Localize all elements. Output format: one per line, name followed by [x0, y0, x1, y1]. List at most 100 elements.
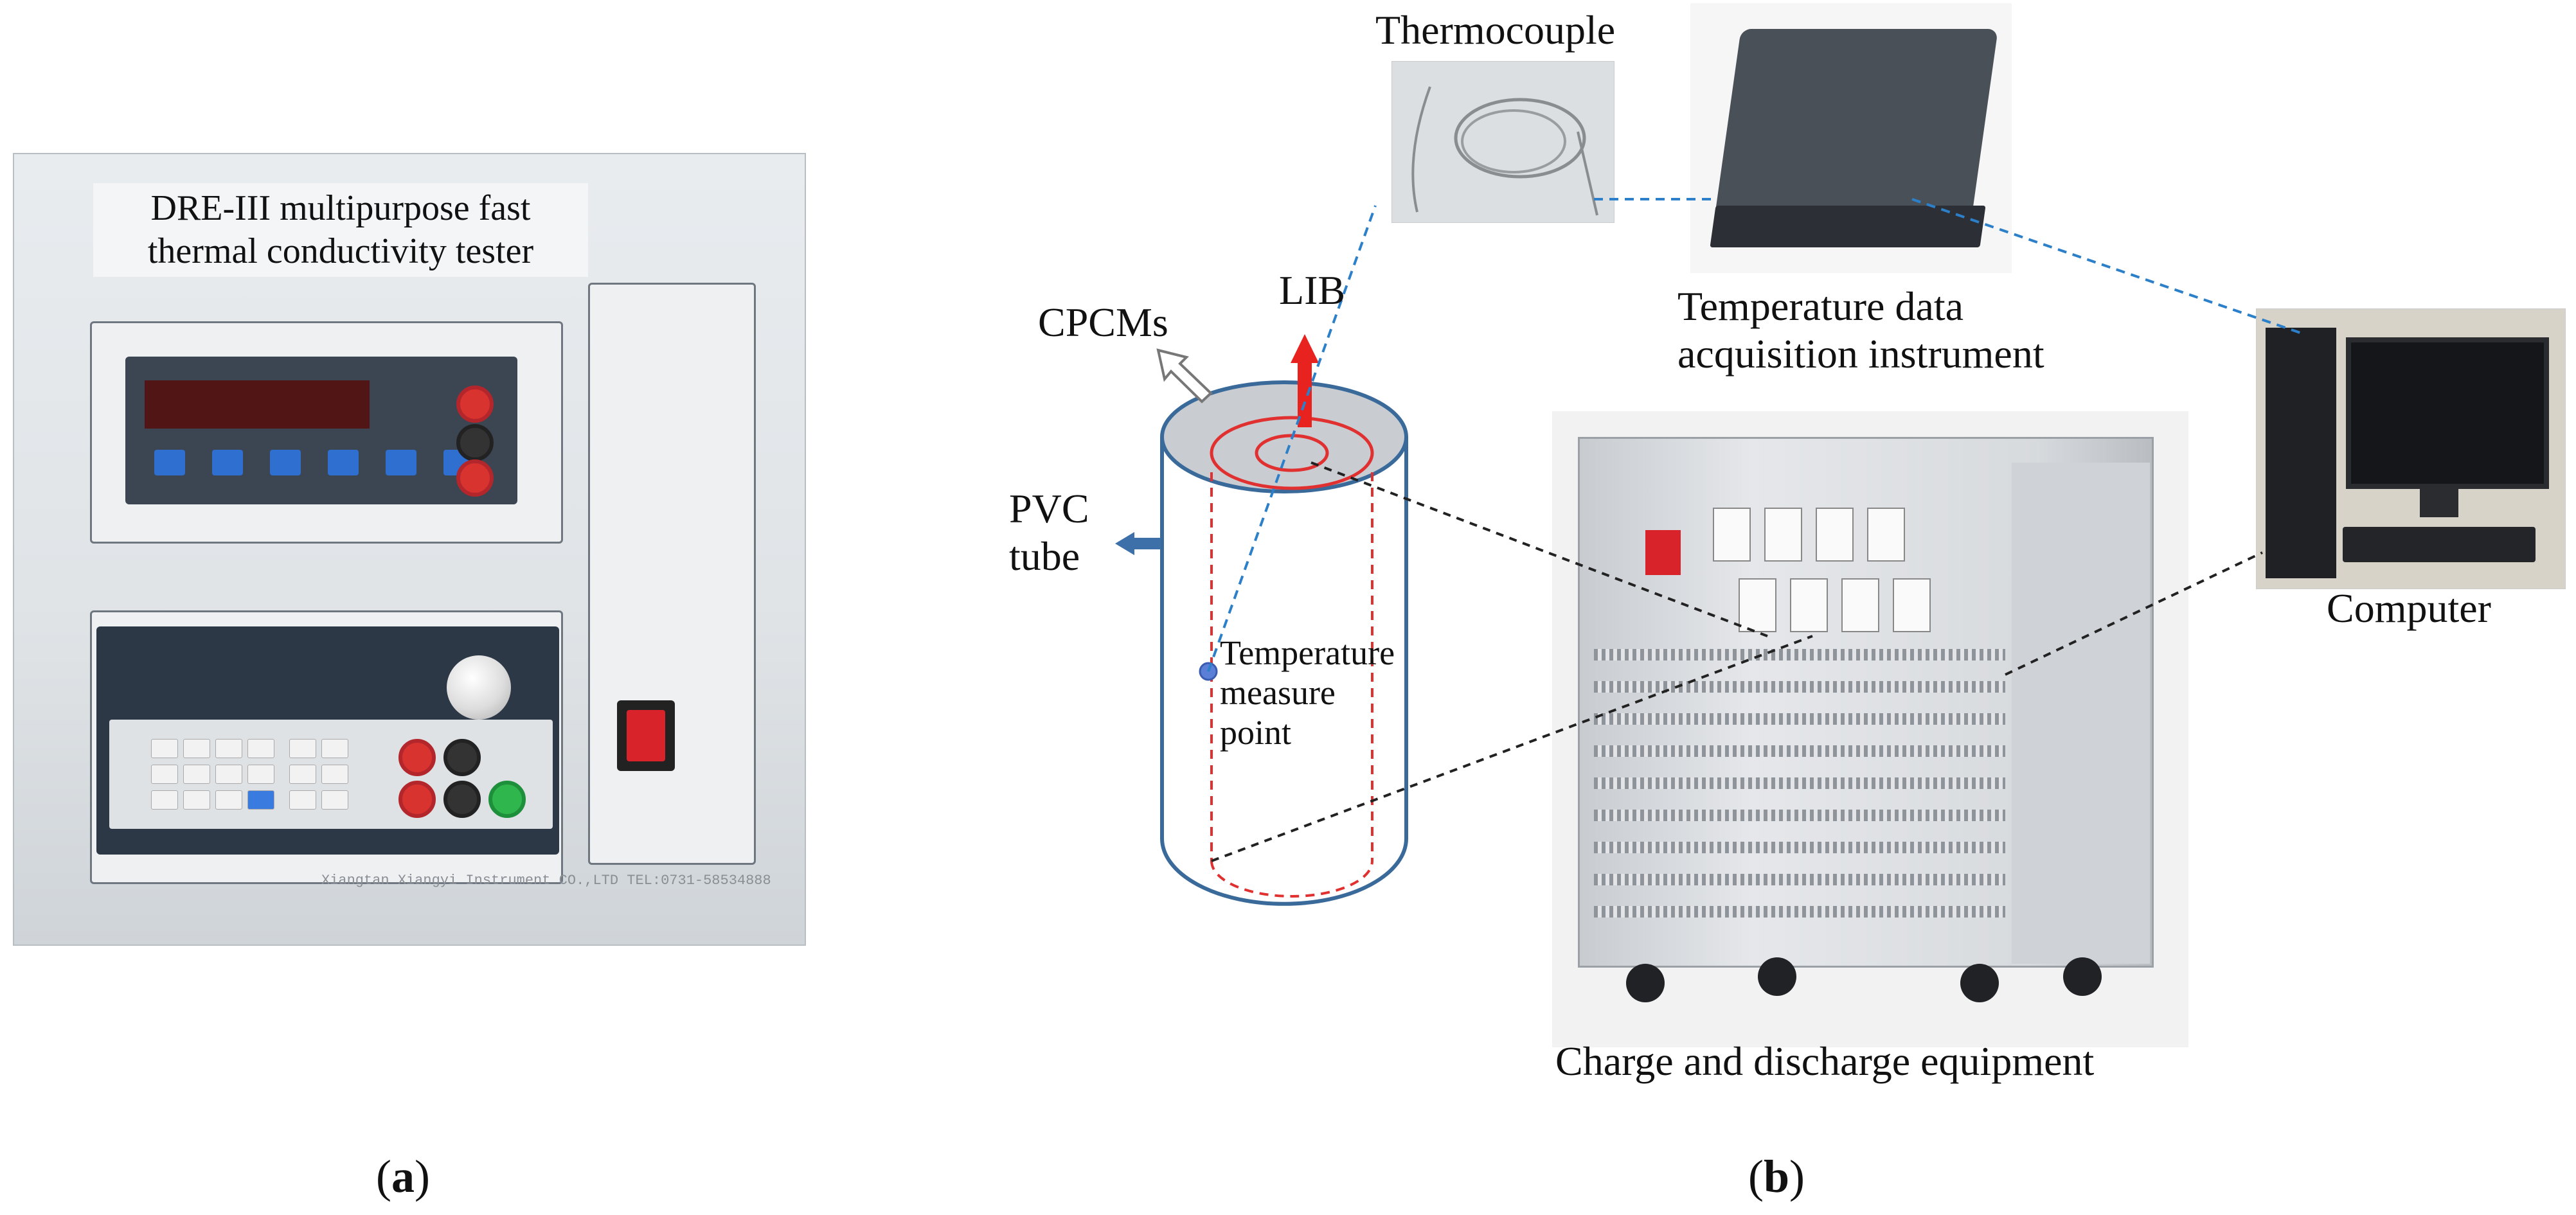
red-terminal: [456, 386, 494, 423]
measure-label-line: Temperature: [1220, 634, 1395, 672]
wire-coil: [1461, 109, 1566, 173]
cpcms-arrow: [1156, 348, 1213, 404]
keypad-key: [247, 739, 274, 758]
vent-grille: [1594, 810, 2005, 821]
tag-letter: b: [1763, 1151, 1790, 1202]
caster-wheel: [2063, 957, 2102, 996]
charger-label: Charge and discharge equipment: [1555, 1038, 2095, 1084]
pvc-label-line: tube: [1009, 533, 1080, 579]
meter-button: [386, 450, 416, 475]
keyboard: [2343, 527, 2536, 562]
caster-wheel: [1758, 957, 1796, 996]
meter-button: [154, 450, 185, 475]
keypad-key: [215, 765, 242, 784]
thermocouple-wire: [1411, 86, 1598, 216]
vent-grille: [1594, 649, 2005, 661]
black-terminal: [443, 781, 481, 818]
tag-paren: (: [1748, 1151, 1764, 1202]
lib-arrowhead: [1291, 334, 1319, 363]
vent-grille: [1594, 745, 2005, 757]
measure-point-label: Temperature measure point: [1220, 633, 1395, 752]
red-terminal: [398, 781, 436, 818]
vent-grille: [1594, 681, 2005, 693]
charge-channel: [1739, 578, 1776, 632]
caster-wheel: [1626, 964, 1665, 1002]
keypad-key: [215, 790, 242, 810]
vent-grille: [1594, 842, 2005, 853]
charger-computer-link: [2005, 551, 2263, 676]
vent-grille: [1594, 777, 2005, 789]
pvc-label-line: PVC: [1009, 486, 1089, 531]
thermocouple-link: [1207, 205, 1377, 672]
tube-body: [1160, 437, 1408, 906]
green-terminal: [488, 781, 526, 818]
meter-display: [145, 380, 370, 429]
daq-label: Temperature data acquisition instrument: [1677, 283, 2044, 377]
power-switch-rocker: [627, 710, 665, 761]
tester-caption-line: thermal conductivity tester: [147, 231, 534, 272]
charge-channel: [1713, 508, 1751, 562]
pc-tower: [2266, 328, 2336, 578]
keypad-key: [289, 739, 316, 758]
charge-channel: [1841, 578, 1879, 632]
lib-label: LIB: [1279, 267, 1346, 313]
meter-button: [212, 450, 243, 475]
keypad-key: [183, 790, 210, 810]
vent-grille: [1594, 874, 2005, 885]
measure-label-line: point: [1220, 713, 1292, 752]
thermocouple-label: Thermocouple: [1375, 7, 1616, 53]
charge-channel: [1867, 508, 1905, 562]
daq-computer-link: [1911, 198, 2305, 335]
keypad-key: [321, 790, 348, 810]
wire-coil: [1454, 98, 1586, 179]
keypad-key: [247, 790, 274, 810]
tester-caption: DRE-III multipurpose fast thermal conduc…: [93, 183, 588, 278]
tester-caption-line: DRE-III multipurpose fast: [150, 188, 531, 228]
keypad-key: [151, 765, 178, 784]
battery-bottom: [1210, 860, 1373, 898]
charge-channel: [1893, 578, 1931, 632]
supply-knob: [447, 655, 511, 720]
black-terminal: [443, 739, 481, 776]
computer-label: Computer: [2327, 585, 2491, 631]
keypad-key: [183, 765, 210, 784]
tag-paren: (: [376, 1151, 391, 1202]
panel-tag-b: (b): [1748, 1150, 1805, 1203]
measure-label-line: measure: [1220, 673, 1336, 713]
red-terminal: [398, 739, 436, 776]
meter-button: [270, 450, 301, 475]
keypad-key: [321, 765, 348, 784]
keypad-key: [151, 739, 178, 758]
keypad-key: [289, 790, 316, 810]
keypad-key: [215, 739, 242, 758]
tag-letter: a: [391, 1151, 415, 1202]
pvc-arrowhead: [1115, 532, 1134, 555]
pvc-label: PVC tube: [1009, 485, 1089, 580]
panel-tag-a: (a): [376, 1150, 430, 1203]
meter-button: [328, 450, 359, 475]
keypad-key: [321, 739, 348, 758]
tag-paren: ): [1789, 1151, 1805, 1202]
vent-grille: [1594, 906, 2005, 918]
cpcms-label: CPCMs: [1038, 299, 1168, 345]
red-terminal: [456, 459, 494, 497]
caster-wheel: [1960, 964, 1999, 1002]
tag-paren: ): [414, 1151, 430, 1202]
daq-label-line: acquisition instrument: [1677, 330, 2044, 377]
charger-side-panel: [2012, 463, 2150, 964]
battery-top: [1210, 416, 1374, 490]
wire-lead: [1411, 86, 1431, 213]
monitor-stand: [2420, 485, 2458, 517]
manufacturer-text: Xiangtan Xiangyi Instrument CO.,LTD TEL:…: [321, 873, 771, 889]
charge-channel: [1790, 578, 1828, 632]
charge-channel: [1816, 508, 1854, 562]
keypad-key: [247, 765, 274, 784]
keypad-key: [151, 790, 178, 810]
daq-label-line: Temperature data: [1677, 283, 1964, 329]
wire-probe: [1577, 131, 1598, 216]
battery-charger-link-top: [1310, 461, 1768, 637]
keypad-key: [289, 765, 316, 784]
keypad-key: [183, 739, 210, 758]
charge-channel: [1764, 508, 1802, 562]
